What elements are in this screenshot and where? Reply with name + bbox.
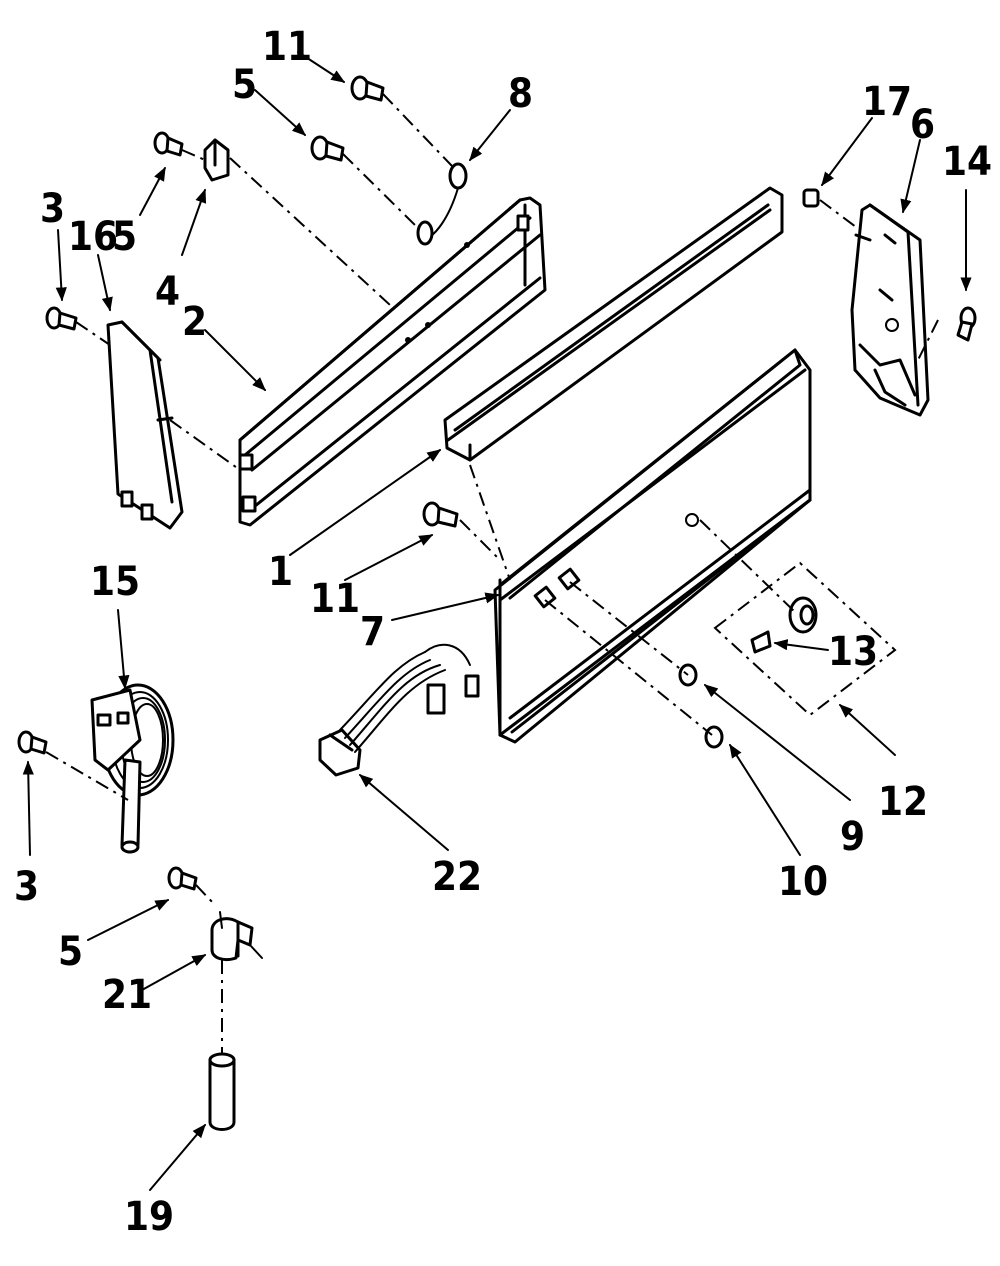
callout-8: 8: [508, 71, 533, 117]
callout-1: 1: [268, 549, 293, 595]
nut-icon: [802, 188, 820, 208]
callout-22: 22: [432, 854, 482, 900]
callout-3-lower: 3: [14, 864, 39, 910]
part-22-wire-harness: [318, 643, 480, 777]
callout-5-left: 5: [112, 214, 137, 260]
callout-17: 17: [862, 79, 912, 125]
screw-icon: [310, 135, 345, 162]
callout-9: 9: [840, 814, 865, 860]
screw-icon: [956, 306, 977, 342]
screw-icon: [422, 501, 459, 528]
callout-11-mid: 11: [310, 576, 360, 622]
callout-10: 10: [778, 859, 828, 905]
light-assembly-icon: [713, 561, 897, 717]
part-15-pressure-switch: [90, 683, 175, 854]
part-2-rail: [238, 196, 547, 527]
callout-5-top: 5: [232, 62, 257, 108]
part-1-top-trim: [443, 186, 784, 462]
callout-5-lower: 5: [58, 929, 83, 975]
ring-icon: [416, 162, 468, 246]
callout-4: 4: [155, 269, 180, 315]
screw-icon: [167, 866, 198, 891]
hardware: [17, 75, 977, 1131]
callout-14: 14: [942, 139, 992, 185]
tube-icon: [208, 1052, 236, 1131]
clip-icon: [203, 138, 230, 182]
callout-15: 15: [90, 559, 140, 605]
screw-icon: [350, 75, 385, 102]
callout-2: 2: [182, 299, 207, 345]
part-6-end-bracket: [850, 203, 930, 417]
callout-3-top: 3: [40, 186, 65, 232]
callout-7: 7: [360, 609, 385, 655]
callout-11-top: 11: [262, 24, 312, 70]
screw-icon: [45, 306, 78, 331]
callout-labels: 11 5 8 5 4 3 16 2 1 11 7 17 6 14 15 13 1…: [14, 24, 992, 1240]
plug-icon: [704, 725, 724, 749]
callout-12: 12: [878, 779, 928, 825]
callout-16: 16: [68, 214, 118, 260]
leader-arrows: [22, 51, 972, 1191]
callout-19: 19: [124, 1194, 174, 1240]
callout-6: 6: [910, 102, 935, 148]
callout-13: 13: [828, 629, 878, 675]
part-16-end-bracket: [106, 320, 184, 530]
part-7-front-panel: [493, 348, 812, 744]
assembly-lines: [45, 93, 939, 1055]
clamp-icon: [210, 917, 254, 962]
callout-21: 21: [102, 972, 152, 1018]
screw-icon: [17, 730, 48, 755]
screw-icon: [153, 131, 184, 157]
